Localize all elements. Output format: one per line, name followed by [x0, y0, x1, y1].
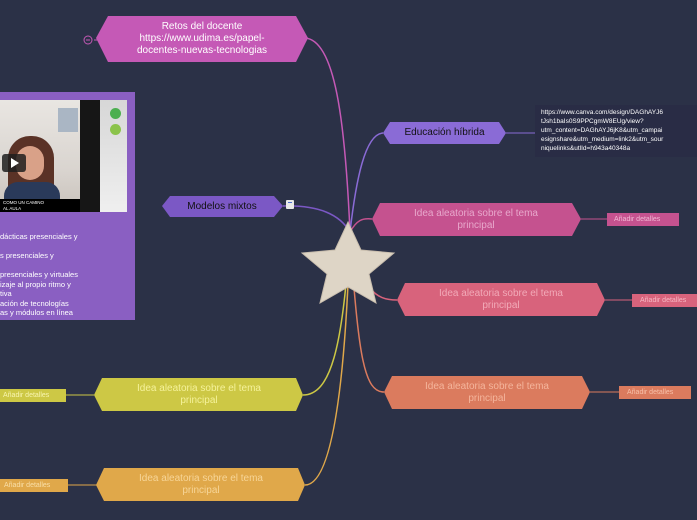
connector-idea-5: [304, 231, 351, 486]
node-educacion[interactable]: [383, 122, 506, 144]
url-note-line: utm_content=DAGhAYJ6jK8&utm_campai: [541, 127, 663, 134]
modelos-info-panel[interactable]: COMO UN CAMINO AL AULA dácticas presenci…: [0, 92, 135, 320]
detail-box-1[interactable]: [607, 213, 679, 226]
collapse-toggle-icon[interactable]: [83, 35, 93, 45]
panel-text-line: tiva: [0, 289, 12, 298]
detail-box-4[interactable]: [0, 389, 66, 402]
detail-box-2[interactable]: [632, 294, 697, 307]
badge-icon: [110, 124, 121, 135]
url-note-line: niquelinks&utlId=h943a40348a: [541, 145, 631, 152]
url-note-line: esignshare&utm_medium=link2&utm_sour: [541, 136, 664, 143]
video-caption-line1: COMO UN CAMINO: [3, 200, 44, 205]
node-idea-1[interactable]: [372, 203, 581, 236]
panel-text-line: izaje al propio ritmo y: [0, 279, 71, 289]
node-idea-4[interactable]: [94, 378, 303, 411]
detail-box-3[interactable]: [619, 386, 691, 399]
video-side-strip: [80, 100, 100, 212]
video-caption-line2: AL AULA: [3, 206, 22, 211]
video-embed[interactable]: COMO UN CAMINO AL AULA: [0, 100, 127, 212]
node-idea-3[interactable]: [384, 376, 590, 409]
note-icon-line: [288, 202, 292, 203]
node-idea-5[interactable]: [96, 468, 305, 501]
panel-text-line: as y módulos en línea: [0, 308, 73, 317]
node-retos[interactable]: [96, 16, 308, 62]
connector-educacion: [349, 132, 384, 233]
panel-text-line: [0, 242, 135, 252]
panel-text-line: ación de tecnologías: [0, 298, 69, 308]
panel-text: dácticas presenciales y s presenciales y…: [0, 232, 135, 318]
detail-box-5[interactable]: [0, 479, 68, 492]
connector-idea-1: [349, 218, 373, 233]
video-side-panel: [80, 100, 127, 212]
video-caption: COMO UN CAMINO AL AULA: [0, 199, 80, 212]
connector-retos: [304, 37, 351, 233]
shelf-books: [58, 108, 78, 132]
connector-modelos: [282, 205, 351, 233]
play-button[interactable]: [2, 154, 26, 172]
panel-text-line: s presenciales y: [0, 251, 54, 260]
note-icon[interactable]: [286, 200, 294, 209]
badge-icon: [110, 108, 121, 119]
panel-text-line: dácticas presenciales y: [0, 232, 78, 241]
central-star-node[interactable]: [300, 220, 396, 305]
url-note-line: https://www.canva.com/design/DAGhAYJ6: [541, 109, 663, 116]
url-note-line: tJsh1baIs0S9PPCgmW8EUg/view?: [541, 118, 644, 125]
node-idea-2[interactable]: [397, 283, 605, 316]
presenter-clothes: [4, 182, 60, 204]
url-note[interactable]: https://www.canva.com/design/DAGhAYJ6 tJ…: [535, 105, 697, 157]
play-icon: [11, 158, 19, 168]
node-modelos[interactable]: [162, 196, 283, 217]
panel-text-line: [0, 261, 135, 271]
panel-text-line: presenciales y virtuales: [0, 270, 78, 279]
